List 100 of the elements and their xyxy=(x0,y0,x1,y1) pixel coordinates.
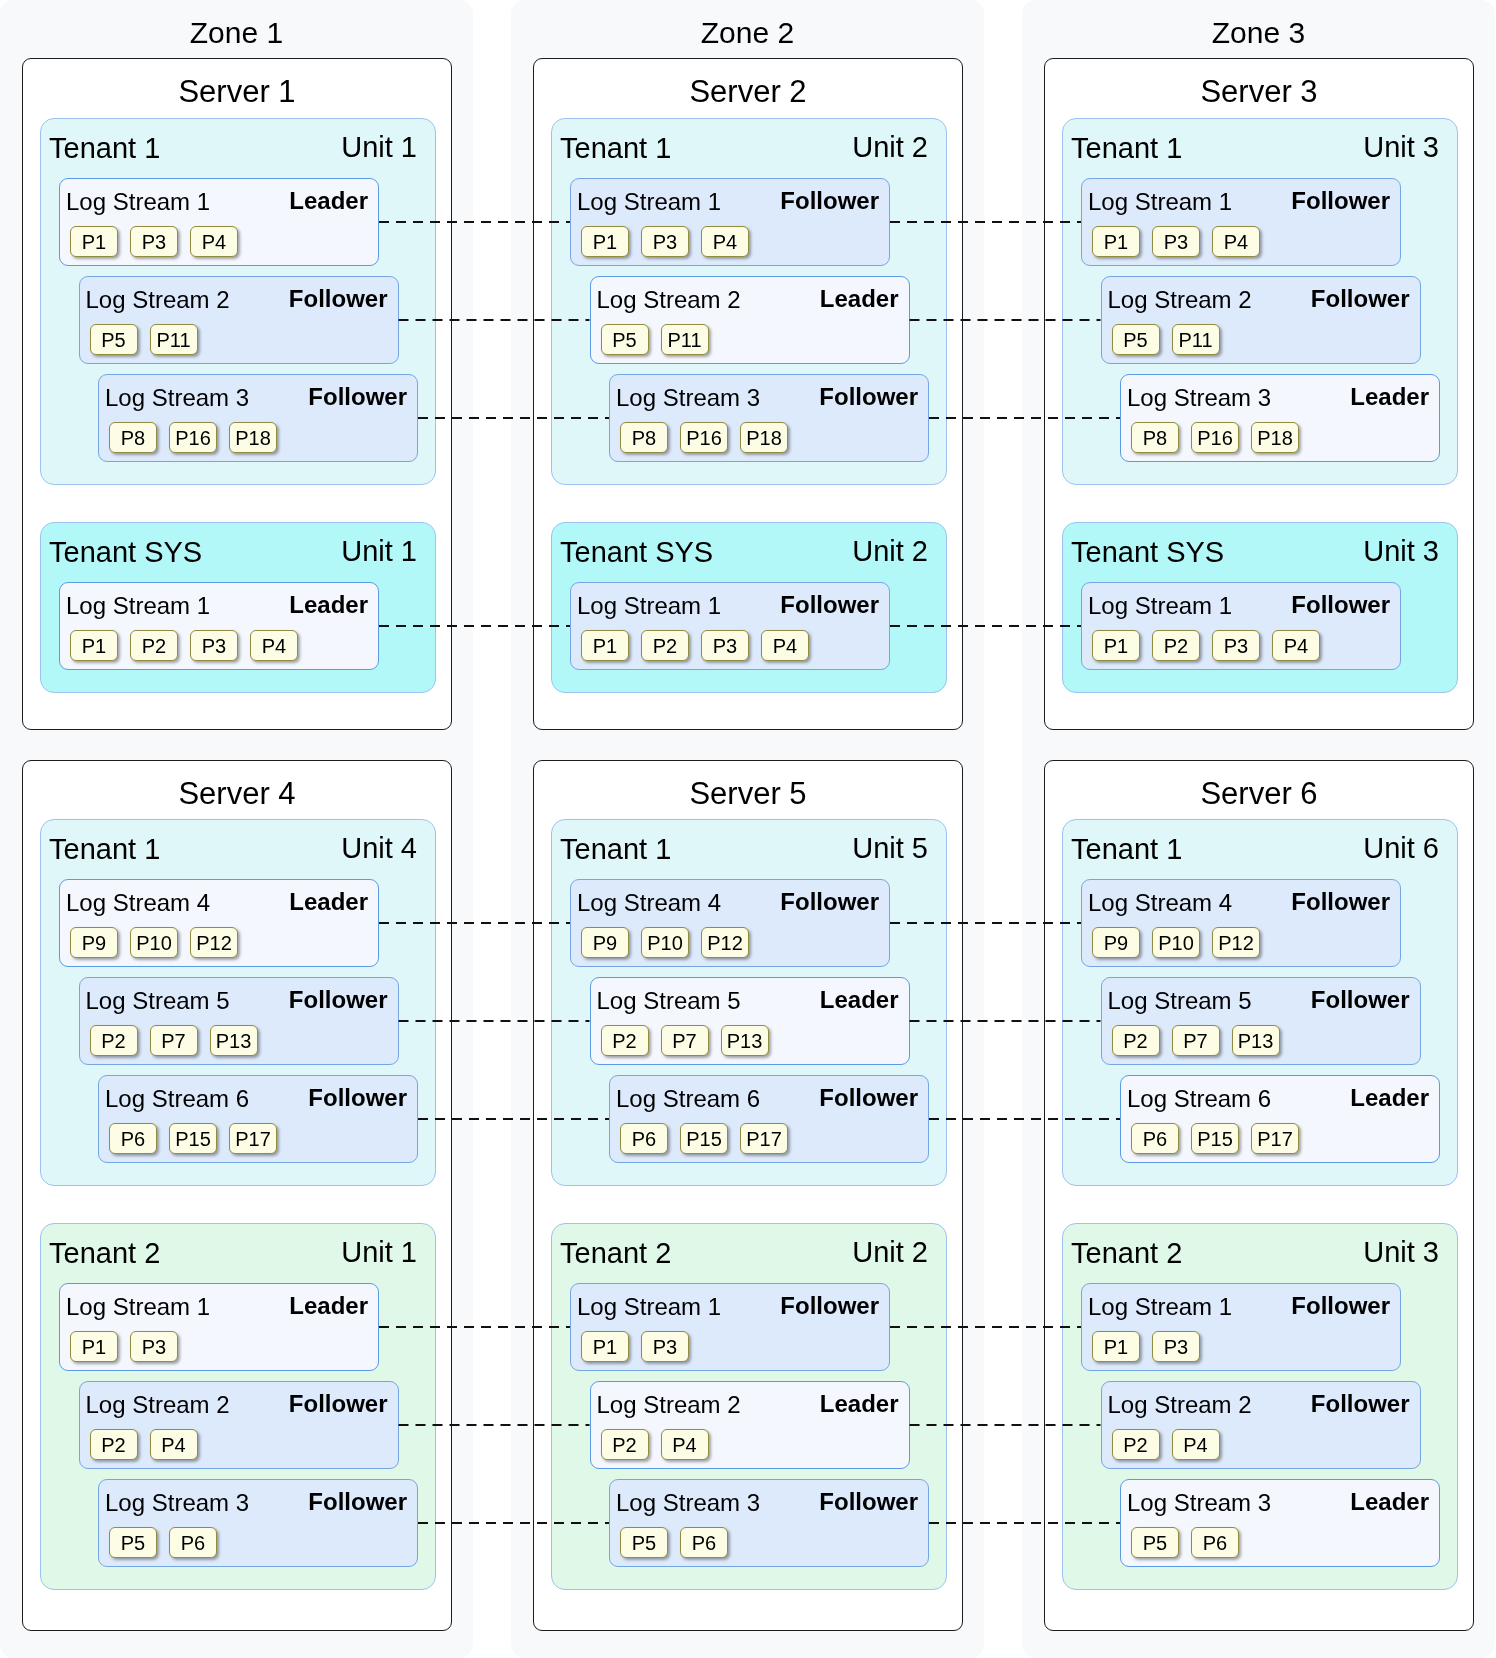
partition-tag: P15 xyxy=(1191,1123,1239,1154)
role-label: Follower xyxy=(288,285,388,314)
tenant-box xyxy=(1062,1223,1458,1590)
partition-tag: P1 xyxy=(581,226,629,257)
log-stream-name: Log Stream 1 xyxy=(1088,1293,1233,1322)
partition-tag: P4 xyxy=(761,630,809,661)
tenant-name: Tenant 2 xyxy=(1071,1236,1183,1271)
log-stream-box xyxy=(1100,977,1421,1065)
partition-tag: P9 xyxy=(581,927,629,958)
partition-tag: P5 xyxy=(600,324,649,355)
partition-tag: P2 xyxy=(89,1025,138,1056)
partition-tag: P3 xyxy=(130,226,178,257)
role-label: Follower xyxy=(819,1084,918,1113)
server-title: Server 4 xyxy=(178,775,296,813)
tenant-box xyxy=(1062,522,1458,693)
partition-tag: P5 xyxy=(620,1527,668,1558)
partition-tag: P17 xyxy=(229,1123,277,1154)
role-label: Leader xyxy=(289,591,368,620)
log-stream-box xyxy=(98,1479,418,1567)
log-stream-box xyxy=(59,582,379,670)
role-label: Follower xyxy=(288,1390,388,1419)
partition-tag: P17 xyxy=(740,1123,788,1154)
partition-tag: P2 xyxy=(1111,1429,1160,1460)
log-stream-box xyxy=(589,276,910,364)
role-label: Follower xyxy=(1291,888,1390,917)
unit-label: Unit 6 xyxy=(1363,831,1439,866)
log-stream-name: Log Stream 1 xyxy=(66,1293,211,1322)
partition-tag: P4 xyxy=(1171,1429,1220,1460)
partition-tag: P2 xyxy=(600,1429,649,1460)
unit-label: Unit 2 xyxy=(852,534,928,569)
log-stream-name: Log Stream 2 xyxy=(1107,1391,1252,1420)
dashed-connector xyxy=(397,1424,591,1426)
dashed-connector xyxy=(417,417,610,419)
role-label: Follower xyxy=(308,383,407,412)
role-label: Leader xyxy=(289,1292,368,1321)
partition-tag: P11 xyxy=(660,324,709,355)
partition-tag: P13 xyxy=(209,1025,258,1056)
dashed-connector xyxy=(889,1326,1082,1328)
partition-tag: P8 xyxy=(620,422,668,453)
log-stream-name: Log Stream 6 xyxy=(1127,1085,1272,1114)
log-stream-name: Log Stream 3 xyxy=(105,384,250,413)
partition-tag: P13 xyxy=(1231,1025,1280,1056)
role-label: Leader xyxy=(1350,383,1429,412)
tenant-box xyxy=(551,522,947,693)
partition-tag: P1 xyxy=(581,1331,629,1362)
partition-tag: P9 xyxy=(70,927,118,958)
unit-label: Unit 3 xyxy=(1363,130,1439,165)
partition-tag: P6 xyxy=(1131,1123,1179,1154)
role-label: Follower xyxy=(780,1292,879,1321)
dashed-connector xyxy=(417,1118,610,1120)
partition-tag: P5 xyxy=(1111,324,1160,355)
log-stream-name: Log Stream 2 xyxy=(596,1391,741,1420)
log-stream-box xyxy=(98,1075,418,1163)
partition-tag: P2 xyxy=(1111,1025,1160,1056)
log-stream-box xyxy=(570,1283,890,1371)
tenant-name: Tenant 1 xyxy=(49,832,161,867)
server-box xyxy=(22,760,452,1631)
log-stream-name: Log Stream 5 xyxy=(596,987,741,1016)
partition-tag: P3 xyxy=(1152,226,1200,257)
dashed-connector xyxy=(928,1118,1121,1120)
zone-panel xyxy=(1022,0,1495,1658)
partition-tag: P1 xyxy=(70,630,118,661)
partition-tag: P11 xyxy=(1171,324,1220,355)
tenant-box xyxy=(551,1223,947,1590)
partition-tag: P16 xyxy=(169,422,217,453)
log-stream-name: Log Stream 3 xyxy=(616,1489,761,1518)
role-label: Follower xyxy=(308,1488,407,1517)
partition-tag: P6 xyxy=(169,1527,217,1558)
unit-label: Unit 1 xyxy=(341,1235,417,1270)
partition-tag: P4 xyxy=(250,630,298,661)
partition-tag: P3 xyxy=(641,226,689,257)
partition-tag: P4 xyxy=(701,226,749,257)
log-stream-name: Log Stream 3 xyxy=(105,1489,250,1518)
dashed-connector xyxy=(928,417,1121,419)
server-box xyxy=(1044,58,1474,730)
dashed-connector xyxy=(928,1522,1121,1524)
role-label: Follower xyxy=(780,187,879,216)
partition-tag: P7 xyxy=(660,1025,709,1056)
tenant-name: Tenant SYS xyxy=(1071,535,1225,570)
log-stream-box xyxy=(609,1479,929,1567)
role-label: Leader xyxy=(289,888,368,917)
partition-tag: P16 xyxy=(1191,422,1239,453)
dashed-connector xyxy=(378,221,571,223)
role-label: Follower xyxy=(1310,285,1410,314)
partition-tag: P1 xyxy=(581,630,629,661)
partition-tag: P3 xyxy=(641,1331,689,1362)
partition-tag: P17 xyxy=(1251,1123,1299,1154)
log-stream-name: Log Stream 5 xyxy=(1107,987,1252,1016)
log-stream-box xyxy=(1081,178,1401,266)
log-stream-name: Log Stream 4 xyxy=(66,889,211,918)
partition-tag: P5 xyxy=(89,324,138,355)
log-stream-box xyxy=(609,374,929,462)
dashed-connector xyxy=(908,1424,1102,1426)
partition-tag: P10 xyxy=(1152,927,1200,958)
server-title: Server 5 xyxy=(689,775,807,813)
role-label: Follower xyxy=(1291,187,1390,216)
log-stream-name: Log Stream 4 xyxy=(1088,889,1233,918)
server-box xyxy=(1044,760,1474,1631)
server-title: Server 3 xyxy=(1200,73,1318,111)
partition-tag: P2 xyxy=(89,1429,138,1460)
